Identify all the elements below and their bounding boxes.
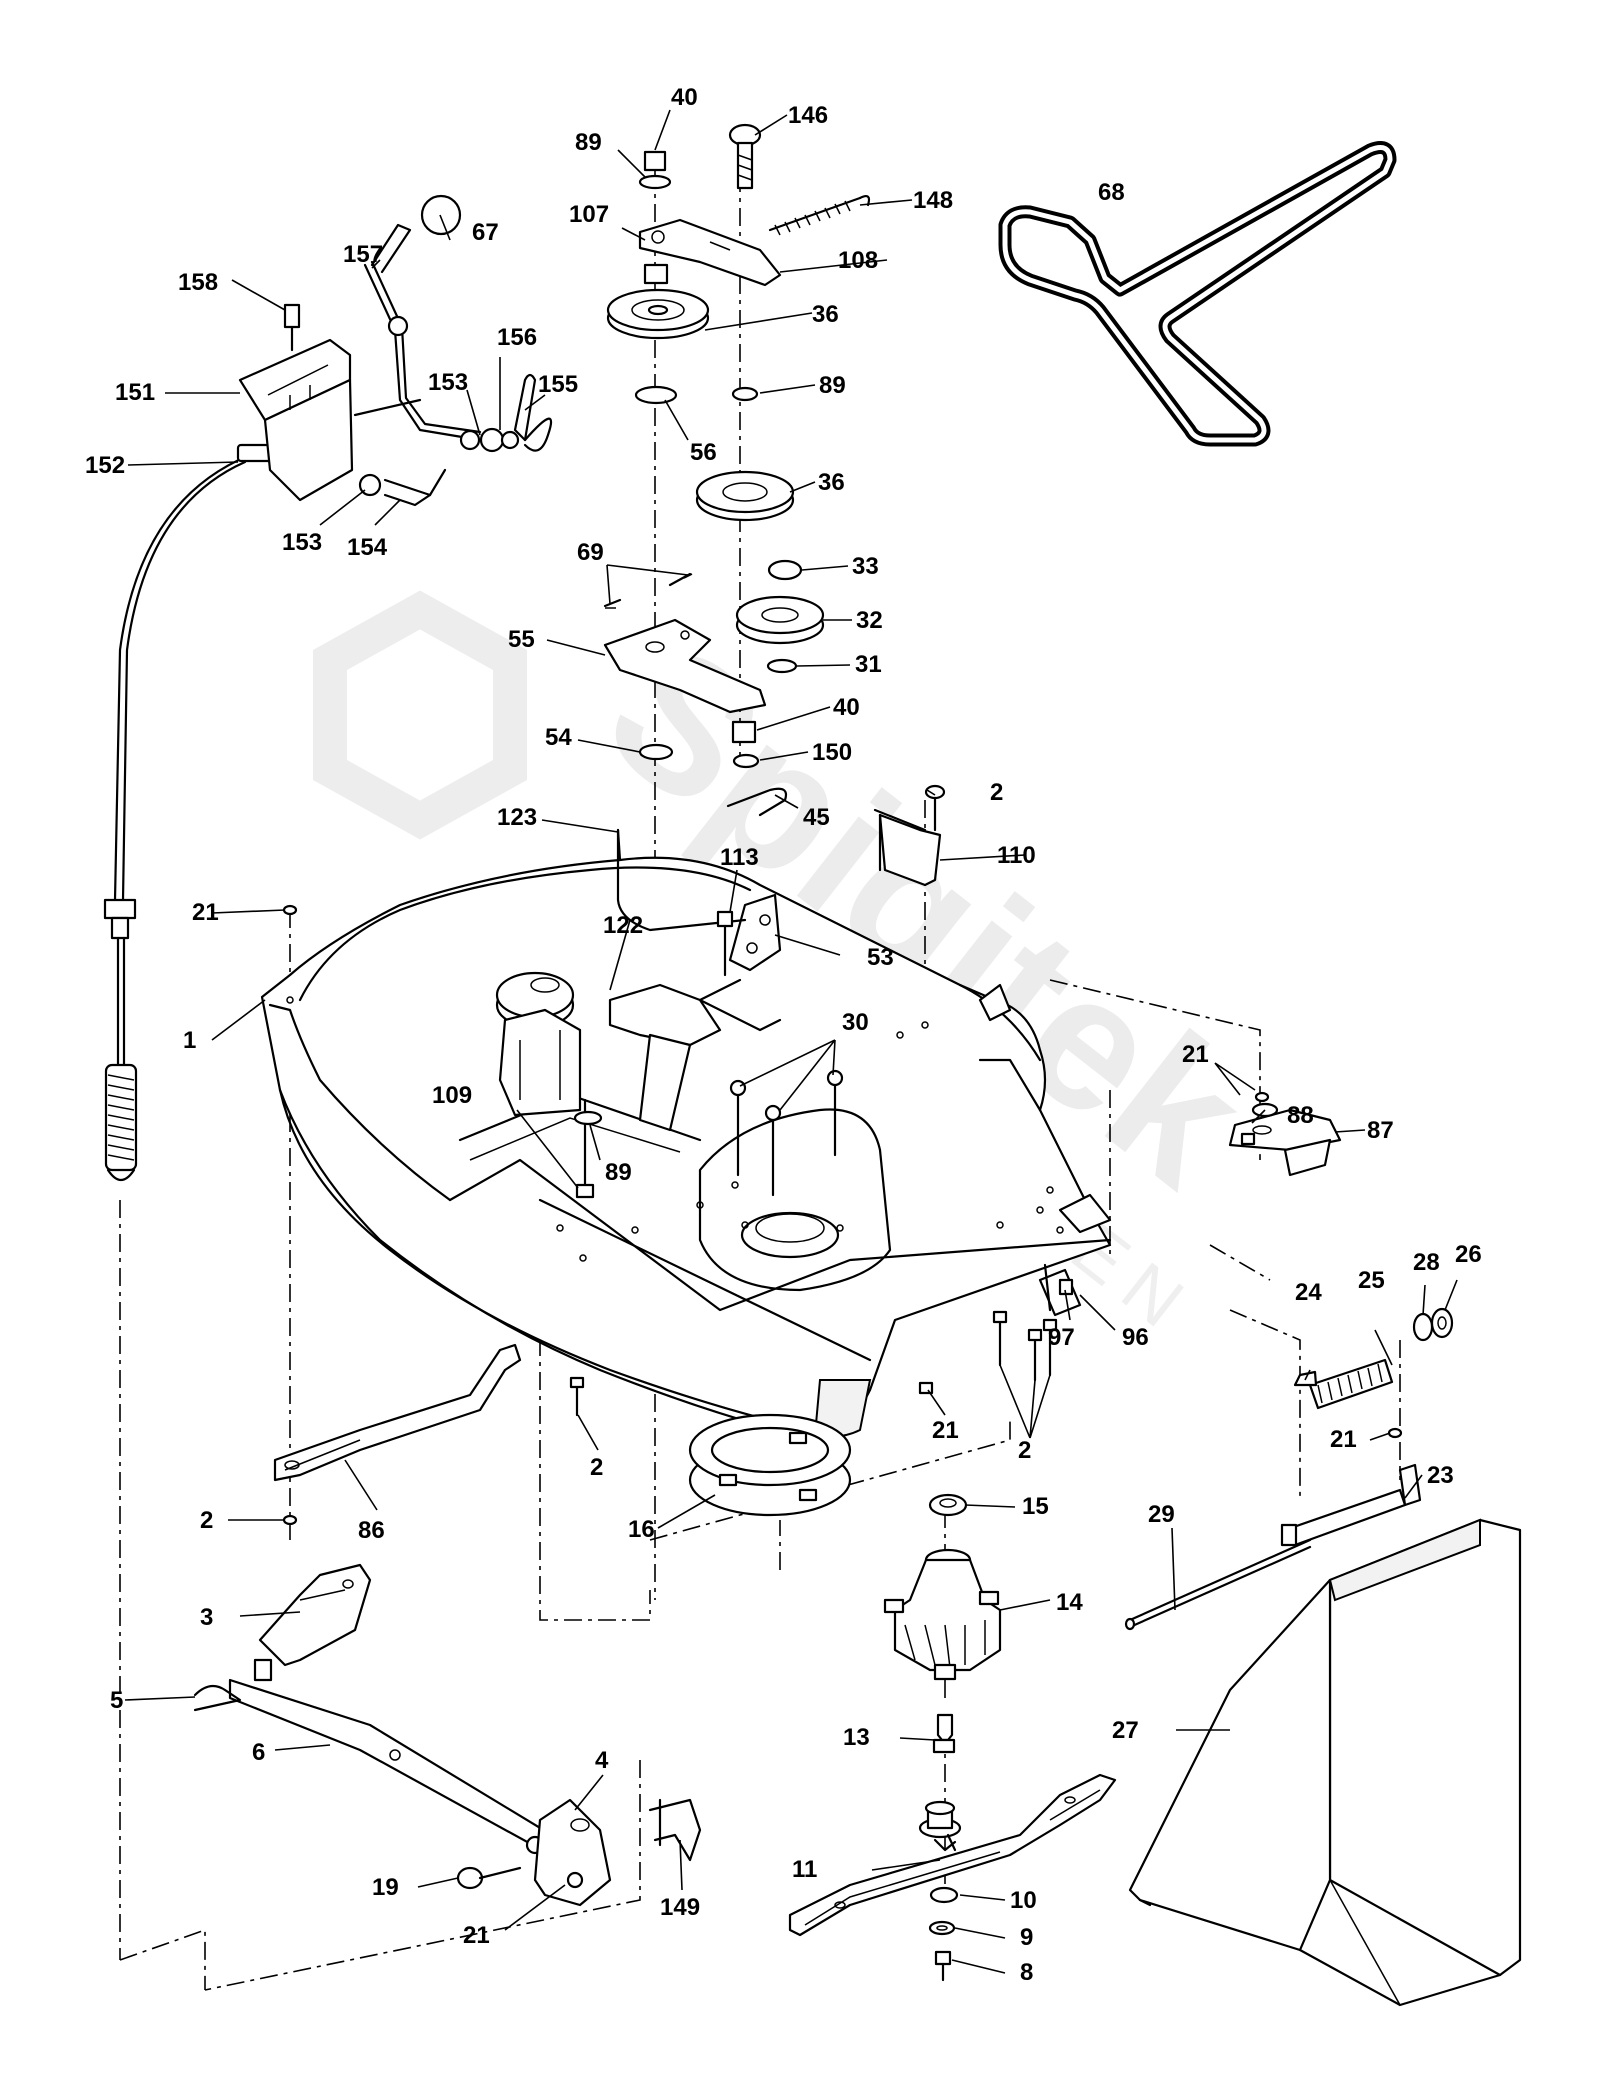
callout-36-upper: 36 [812,301,839,328]
callout-33: 33 [852,553,879,580]
callout-157: 157 [343,241,383,268]
callout-28: 28 [1413,1249,1440,1276]
callout-69: 69 [577,539,604,566]
callout-89-mid: 89 [819,372,846,399]
callout-40-mid: 40 [833,694,860,721]
callout-108: 108 [838,247,878,274]
deck-belt [998,141,1397,447]
bracket-87 [1228,1091,1342,1177]
callout-54: 54 [545,724,572,751]
callout-27: 27 [1112,1717,1139,1744]
callout-2-lower: 2 [200,1507,213,1534]
callout-122: 122 [603,912,643,939]
front-hanger-86 [273,904,522,1526]
callout-32: 32 [856,607,883,634]
callout-29: 29 [1148,1501,1175,1528]
callout-3: 3 [200,1604,213,1631]
mower-deck-housing [260,828,1112,1442]
callout-155: 155 [538,371,578,398]
callout-89-low: 89 [605,1159,632,1186]
callout-153-lower: 153 [282,529,322,556]
callout-1: 1 [183,1027,196,1054]
callout-21-left: 21 [192,899,219,926]
discharge-chute [1128,1518,1522,2007]
callout-97: 97 [1048,1324,1075,1351]
callout-6: 6 [252,1739,265,1766]
callout-26: 26 [1455,1241,1482,1268]
callout-16: 16 [628,1516,655,1543]
callout-9: 9 [1020,1924,1033,1951]
watermark-logo [313,590,527,840]
callout-148: 148 [913,187,953,214]
callout-149: 149 [660,1894,700,1921]
spindle-assembly [688,1413,1002,1754]
callout-21-right: 21 [1182,1041,1209,1068]
callout-21-chute: 21 [1330,1426,1357,1453]
callout-113: 113 [720,844,759,871]
callout-5: 5 [110,1687,123,1714]
callout-153-upper: 153 [428,369,468,396]
engagement-cable [103,443,274,1182]
callout-56: 56 [690,439,717,466]
callout-19: 19 [372,1874,399,1901]
callout-89-top: 89 [575,129,602,156]
callout-45: 45 [803,804,830,831]
callout-36-lower: 36 [818,469,845,496]
callout-23: 23 [1427,1462,1454,1489]
callout-2-top: 2 [990,779,1003,806]
callout-11: 11 [792,1856,817,1883]
callout-151: 151 [115,379,155,406]
callout-123: 123 [497,804,537,831]
callout-24: 24 [1295,1279,1322,1306]
callout-109: 109 [432,1082,472,1109]
callout-15: 15 [1022,1493,1049,1520]
callout-labels: 40 89 146 148 107 108 68 67 157 158 151 … [85,84,1482,1986]
callout-8: 8 [1020,1959,1033,1986]
callout-96: 96 [1122,1324,1149,1351]
idler-pulley-stack [603,123,871,817]
bolts-2-group [569,1310,1058,1417]
chute-rod-and-spring [1124,1307,1454,1631]
callout-55: 55 [508,626,535,653]
bracket-110 [873,784,946,887]
callout-87: 87 [1367,1117,1394,1144]
callout-21-center: 21 [932,1417,959,1444]
callout-146: 146 [788,102,828,129]
callout-30: 30 [842,1009,869,1036]
callout-40-top: 40 [671,84,698,111]
leader-lines [124,109,1458,1974]
callout-2-group: 2 [1018,1437,1031,1464]
callout-10: 10 [1010,1887,1037,1914]
front-lift-linkage [193,1563,702,1907]
callout-88: 88 [1287,1102,1314,1129]
callout-53: 53 [867,944,894,971]
callout-68: 68 [1098,179,1125,206]
callout-25: 25 [1358,1267,1385,1294]
callout-154: 154 [347,534,388,561]
callout-2-mid: 2 [590,1454,603,1481]
callout-158: 158 [178,269,218,296]
callout-13: 13 [843,1724,870,1751]
callout-86: 86 [358,1517,385,1544]
mower-blade [788,1773,1117,1982]
callout-67: 67 [472,219,499,246]
callout-21-lift: 21 [463,1922,490,1949]
callout-4: 4 [595,1747,609,1774]
callout-152: 152 [85,452,125,479]
callout-107: 107 [569,201,609,228]
callout-31: 31 [855,651,882,678]
callout-150: 150 [812,739,852,766]
callout-156: 156 [497,324,537,351]
callout-14: 14 [1056,1589,1083,1616]
callout-110: 110 [997,842,1036,869]
